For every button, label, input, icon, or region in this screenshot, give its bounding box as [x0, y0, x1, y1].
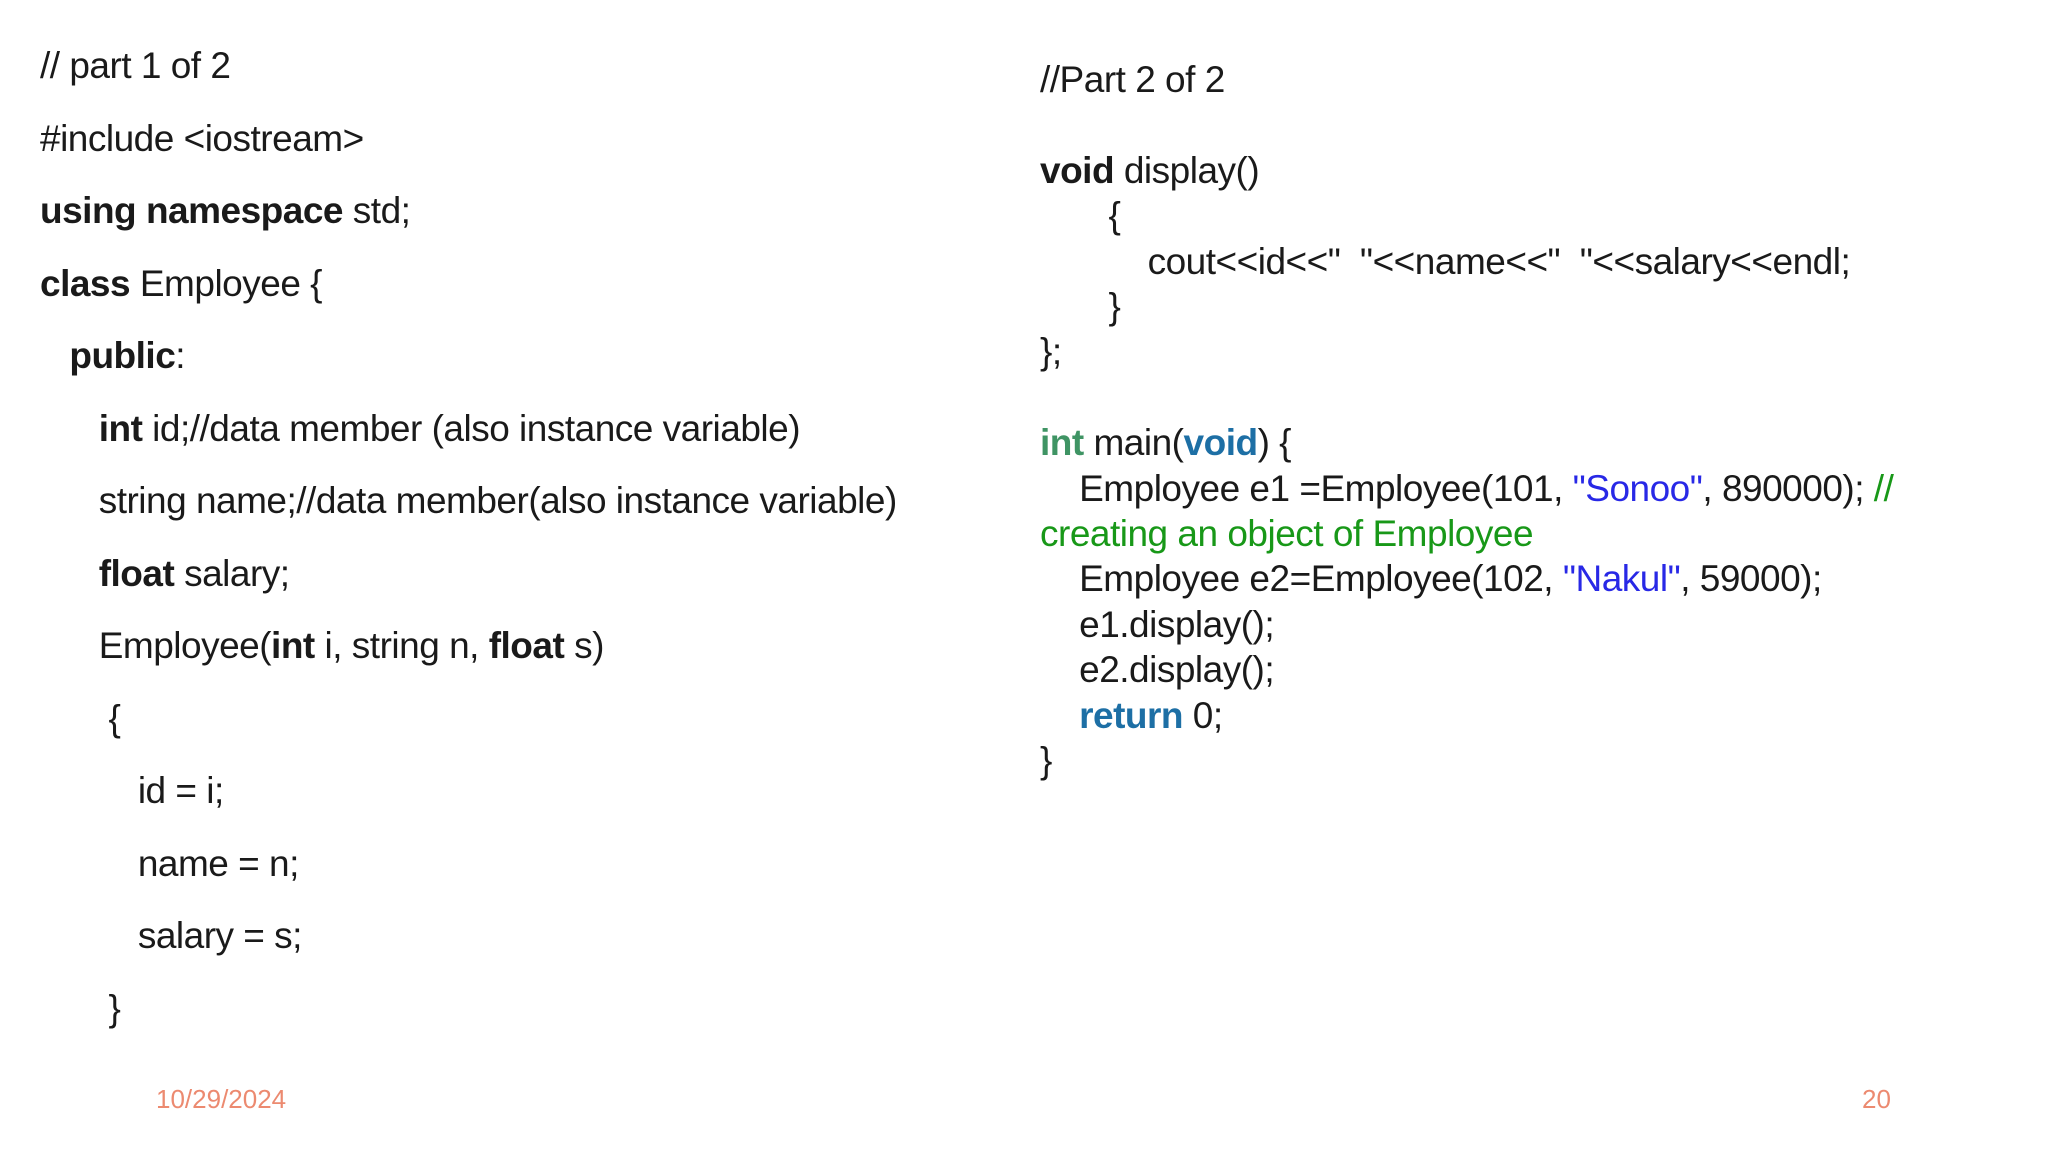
code-line: salary = s;	[40, 900, 1020, 973]
code-token: string name;//data member(also instance …	[40, 480, 898, 521]
code-token: s)	[564, 625, 604, 666]
code-token: id = i;	[40, 770, 224, 811]
code-token: {	[1040, 195, 1121, 237]
code-line: creating an object of Employee	[1040, 511, 2040, 556]
code-line: int main(void) {	[1040, 420, 2040, 465]
code-line: using namespace std;	[40, 175, 1020, 248]
code-token: e1.display();	[1040, 603, 1275, 645]
code-token: #include <iostream>	[40, 117, 364, 159]
code-token: // part 1 of 2	[40, 45, 231, 86]
code-token: }	[1040, 740, 1052, 782]
code-line: string name;//data member(also instance …	[40, 465, 1020, 538]
code-token: int	[271, 625, 315, 666]
code-token: :	[175, 335, 186, 376]
code-token: };	[1040, 331, 1062, 373]
code-line: int id;//data member (also instance vari…	[40, 393, 1020, 466]
code-line: // part 1 of 2	[40, 30, 1020, 103]
code-token: {	[40, 697, 121, 739]
code-token: public	[69, 335, 176, 376]
code-line: Employee e2=Employee(102, "Nakul", 59000…	[1040, 556, 2040, 601]
code-token: //Part 2 of 2	[1040, 59, 1225, 100]
code-line: id = i;	[40, 755, 1020, 828]
code-line	[1040, 102, 2040, 147]
code-token: display()	[1114, 149, 1260, 191]
code-line: Employee(int i, string n, float s)	[40, 610, 1020, 683]
code-token	[40, 408, 99, 449]
code-token: std;	[343, 190, 411, 231]
code-line: public:	[40, 320, 1020, 393]
code-token	[1040, 695, 1079, 736]
code-token: using namespace	[40, 190, 344, 231]
code-token: e2.display();	[1040, 649, 1275, 691]
code-line: void display()	[1040, 148, 2040, 193]
code-token: int	[98, 407, 143, 449]
footer-page-number: 20	[1862, 1084, 1891, 1114]
code-token: Employee e2=Employee(102,	[1040, 558, 1563, 600]
code-line: class Employee {	[40, 248, 1020, 321]
code-line: e2.display();	[1040, 647, 2040, 692]
code-token: 0;	[1183, 694, 1223, 736]
code-line: return 0;	[1040, 693, 2040, 738]
code-token: void	[1183, 422, 1259, 464]
code-token: salary = s;	[40, 915, 303, 956]
code-line: #include <iostream>	[40, 103, 1020, 176]
code-line: name = n;	[40, 828, 1020, 901]
code-line: cout<<id<<" "<<name<<" "<<salary<<endl;	[1040, 239, 2040, 284]
code-token: main(	[1083, 422, 1184, 464]
code-token: creating an object of Employee	[1040, 513, 1534, 555]
footer-date: 10/29/2024	[156, 1084, 287, 1114]
code-token: i, string n,	[314, 625, 489, 666]
code-token: id;//data member (also instance variable…	[142, 407, 801, 449]
code-token: float	[98, 552, 175, 594]
code-token: Employee e1 =Employee(101,	[1040, 467, 1573, 509]
code-token: ) {	[1257, 422, 1292, 464]
code-token	[40, 335, 69, 376]
code-token: Employee(	[40, 625, 272, 666]
code-token: class	[40, 262, 131, 304]
code-line: Employee e1 =Employee(101, "Sonoo", 8900…	[1040, 466, 2040, 511]
code-column-part2: //Part 2 of 2 void display() { cout<<id<…	[1040, 57, 2040, 784]
code-token: "Sonoo"	[1572, 467, 1703, 509]
code-token: float	[488, 625, 565, 666]
code-token: //	[1873, 467, 1894, 509]
code-line: }	[40, 973, 1020, 1046]
code-token: }	[1040, 286, 1121, 328]
code-token: name = n;	[40, 842, 300, 884]
code-line: float salary;	[40, 538, 1020, 611]
code-token: }	[40, 987, 121, 1029]
code-line: };	[1040, 329, 2040, 374]
code-token: cout<<id<<" "<<name<<" "<<salary<<endl;	[1040, 240, 1851, 282]
code-line: e1.display();	[1040, 602, 2040, 647]
code-line: }	[1040, 284, 2040, 329]
code-line	[1040, 375, 2040, 420]
code-token: "Nakul"	[1562, 558, 1681, 600]
code-token: return	[1079, 694, 1184, 736]
code-line: //Part 2 of 2	[1040, 57, 2040, 102]
code-token	[40, 553, 99, 594]
code-token: void	[1040, 149, 1115, 191]
code-line: {	[1040, 193, 2040, 238]
code-token: Employee {	[130, 262, 323, 304]
code-column-part1: // part 1 of 2 #include <iostream> using n…	[40, 30, 1020, 1045]
code-token: int	[1040, 422, 1084, 464]
code-token: , 59000);	[1680, 558, 1822, 600]
code-line: }	[1040, 738, 2040, 783]
code-line: {	[40, 683, 1020, 756]
code-token: salary;	[174, 552, 290, 594]
code-token: , 890000);	[1702, 467, 1874, 509]
